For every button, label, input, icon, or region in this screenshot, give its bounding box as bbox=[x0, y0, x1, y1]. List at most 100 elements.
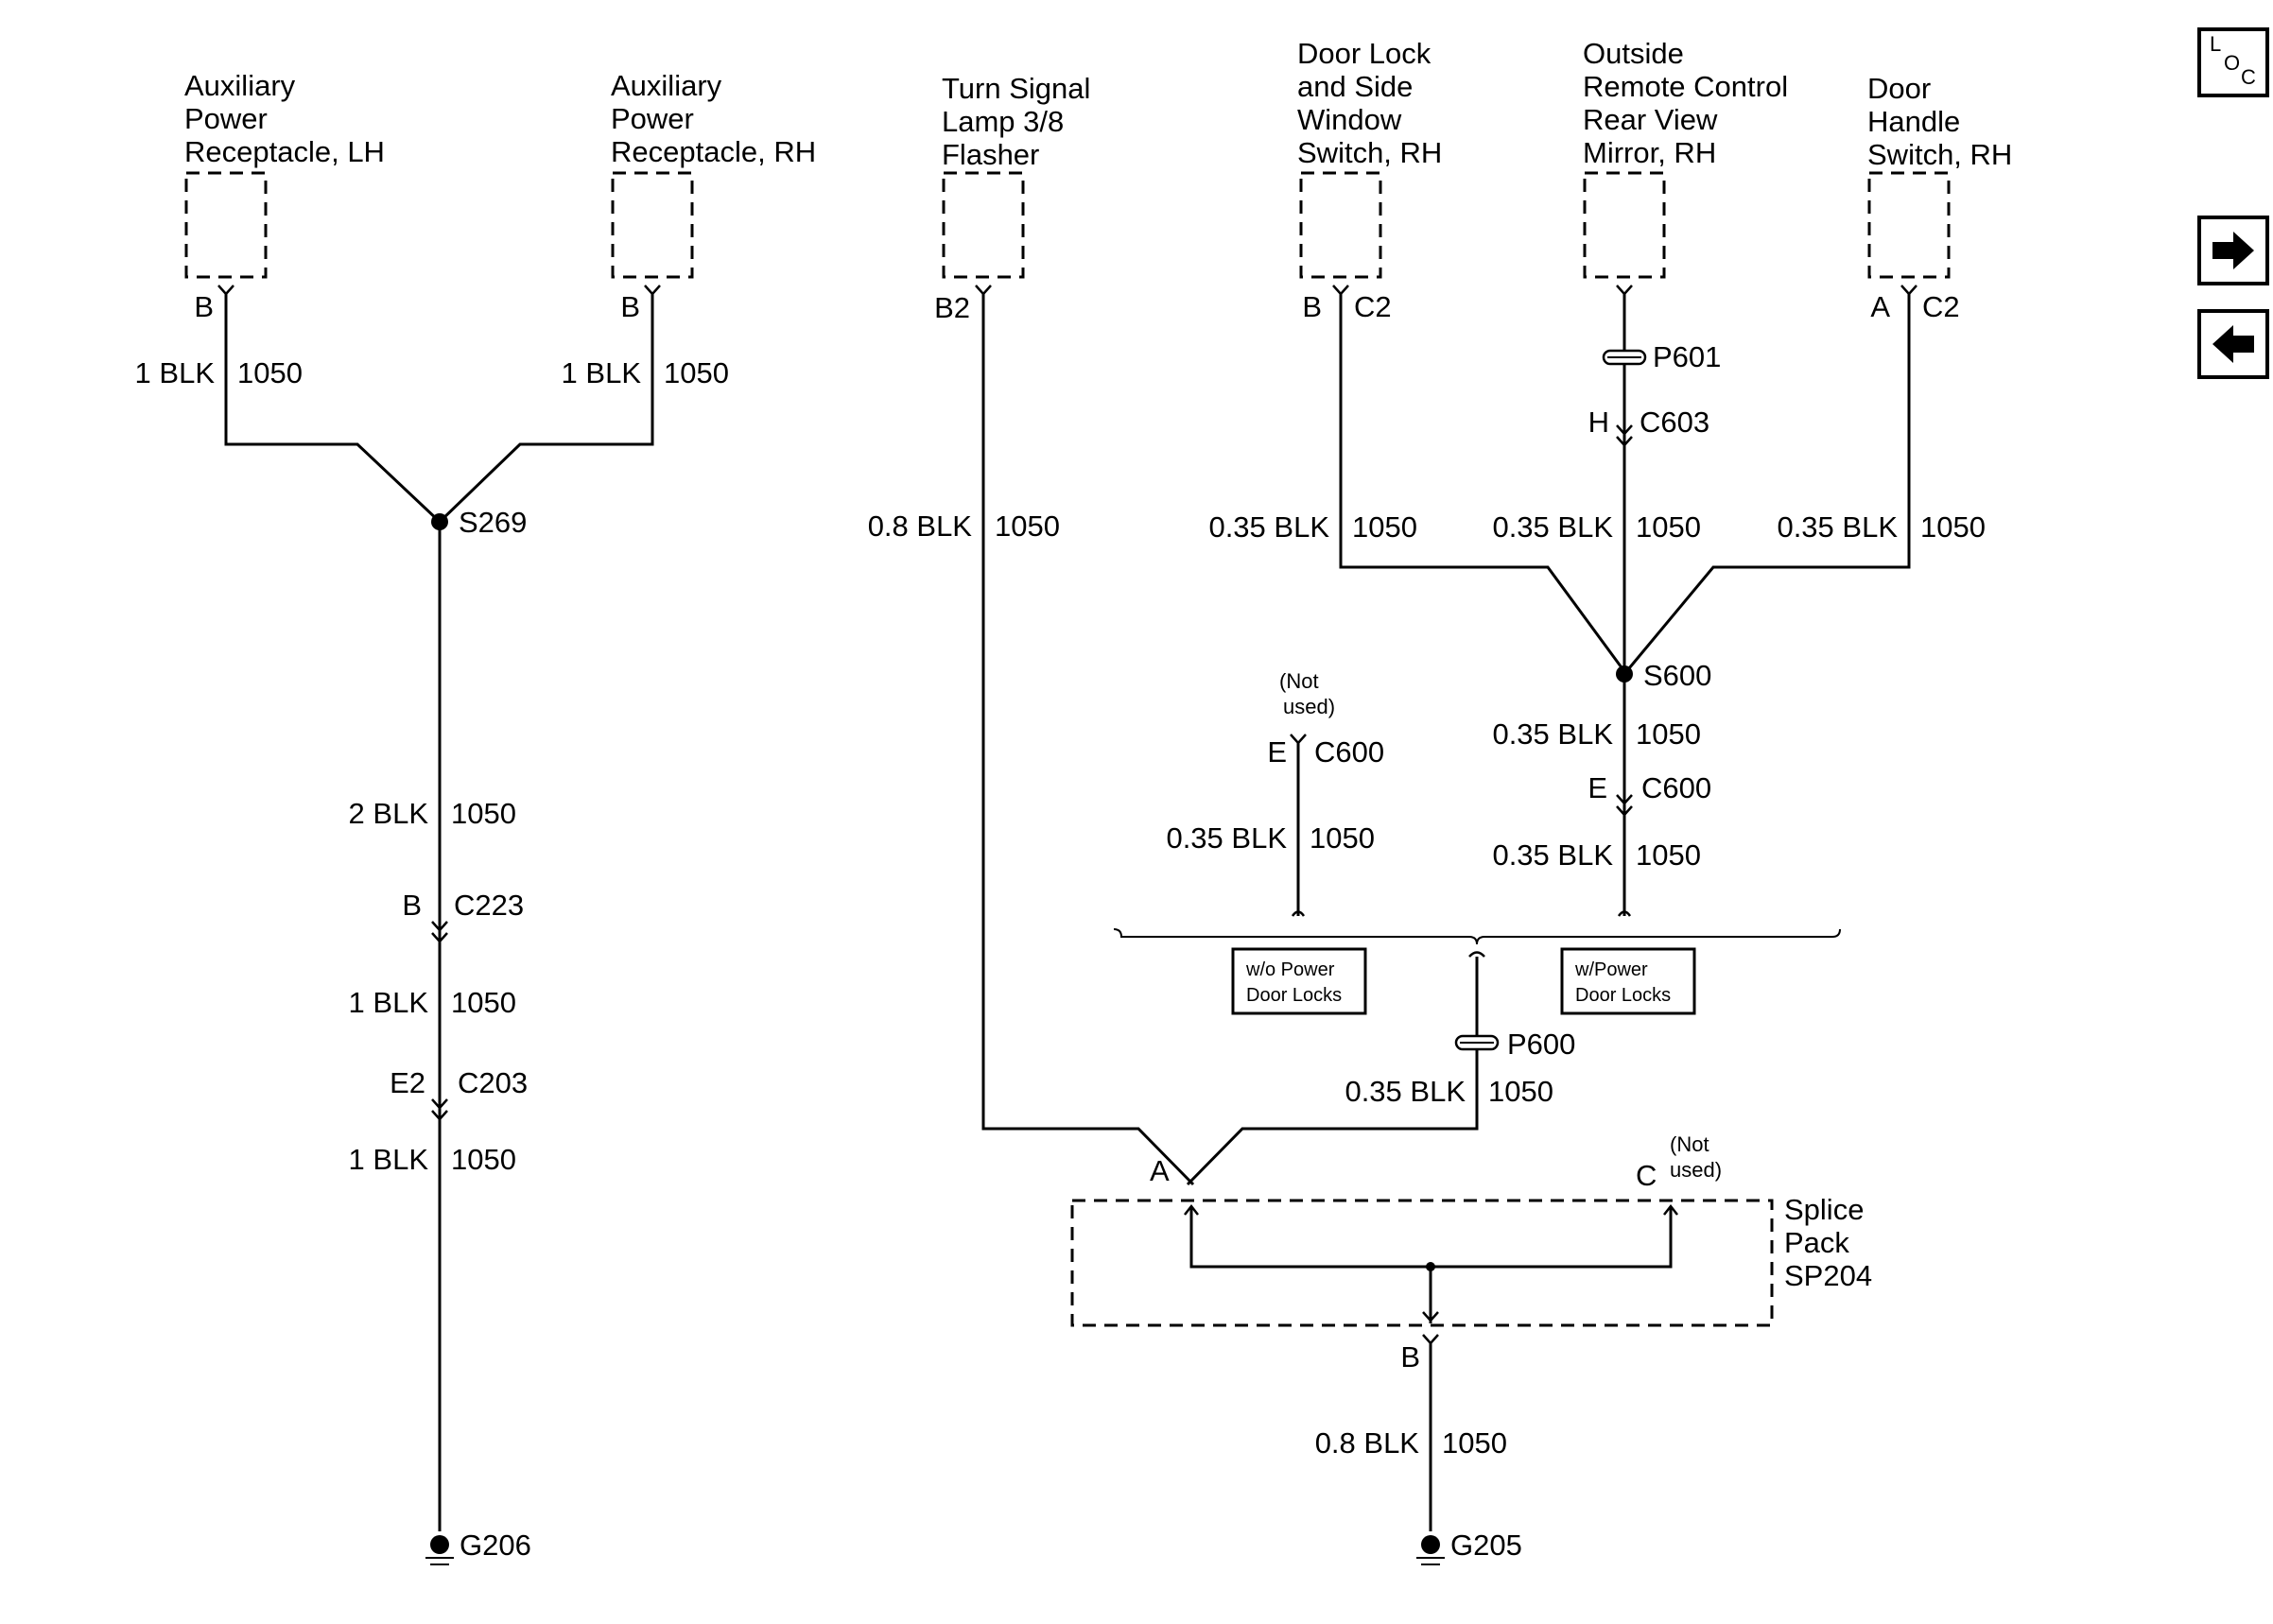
pin-label: A bbox=[1870, 290, 1890, 323]
svg-text:H: H bbox=[1588, 406, 1609, 439]
pin-label: B bbox=[620, 290, 640, 323]
connector-label: C600 bbox=[1314, 735, 1384, 769]
pin-label: B bbox=[1400, 1340, 1420, 1373]
wire-circuit: 1050 bbox=[1636, 838, 1701, 872]
wire-gauge: 1 BLK bbox=[562, 356, 642, 389]
wire-circuit: 1050 bbox=[1310, 821, 1375, 855]
pin-label: B2 bbox=[934, 291, 970, 324]
wire-sp204-to-g205: B 0.8 BLK 1050 bbox=[1315, 1334, 1507, 1531]
connector-c223: B C223 bbox=[402, 889, 524, 943]
next-page-button[interactable] bbox=[2197, 216, 2269, 285]
wire-p600: 0.35 BLK 1050 bbox=[1186, 951, 1553, 1186]
wire-circuit: 1050 bbox=[451, 986, 516, 1019]
wire-circuit: 1050 bbox=[1636, 717, 1701, 751]
wire-circuit: 1050 bbox=[1636, 510, 1701, 544]
connector-p601: P601 bbox=[1602, 340, 1721, 373]
right-arrow-icon bbox=[2212, 232, 2254, 269]
wire-circuit: 1050 bbox=[1442, 1426, 1507, 1460]
pin-a-label: A bbox=[1150, 1154, 1170, 1187]
svg-text:C203: C203 bbox=[458, 1066, 528, 1099]
svg-text:E2: E2 bbox=[390, 1066, 425, 1099]
splice-s600: S600 bbox=[1616, 659, 1711, 692]
ground-g205: G205 bbox=[1416, 1529, 1522, 1565]
svg-text:C603: C603 bbox=[1640, 406, 1709, 439]
svg-text:P601: P601 bbox=[1653, 340, 1721, 373]
wire-circuit: 1050 bbox=[1920, 510, 1986, 544]
wire-door-handle-switch: A C2 0.35 BLK 1050 bbox=[1622, 285, 1986, 675]
splice-s269: S269 bbox=[431, 506, 527, 539]
pin-label: E bbox=[1267, 735, 1287, 769]
pin-label: B bbox=[194, 290, 214, 323]
wire-aux-lh: B 1 BLK 1050 bbox=[135, 285, 442, 524]
wire-s600-down: 0.35 BLK 1050 0.35 BLK 1050 bbox=[1492, 674, 1701, 917]
svg-text:G206: G206 bbox=[460, 1529, 531, 1562]
wire-circuit: 1050 bbox=[995, 510, 1060, 543]
svg-text:B: B bbox=[402, 889, 422, 922]
connector-p600: P600 bbox=[1454, 1028, 1575, 1061]
ground-g206: G206 bbox=[425, 1529, 531, 1565]
svg-text:C: C bbox=[2241, 65, 2256, 89]
previous-page-button[interactable] bbox=[2197, 309, 2269, 379]
svg-text:S600: S600 bbox=[1643, 659, 1711, 692]
wire-circuit: 1050 bbox=[237, 356, 303, 389]
wire-gauge: 0.35 BLK bbox=[1208, 510, 1329, 544]
wire-gauge: 1 BLK bbox=[135, 356, 216, 389]
wire-door-lock-switch: B C2 0.35 BLK 1050 bbox=[1208, 285, 1628, 675]
connector-c603: H C603 bbox=[1588, 406, 1709, 447]
wire-gauge: 0.35 BLK bbox=[1492, 717, 1613, 751]
wire-gauge: 0.35 BLK bbox=[1777, 510, 1898, 544]
wire-gauge: 1 BLK bbox=[349, 986, 429, 1019]
wire-gauge: 0.8 BLK bbox=[1315, 1426, 1420, 1460]
wire-gauge: 0.35 BLK bbox=[1492, 510, 1613, 544]
wire-mirror: 0.35 BLK 1050 bbox=[1492, 285, 1701, 674]
svg-text:G205: G205 bbox=[1450, 1529, 1522, 1562]
svg-text:L: L bbox=[2210, 32, 2221, 56]
wire-circuit: 1050 bbox=[451, 797, 516, 830]
svg-text:E: E bbox=[1588, 771, 1607, 804]
wire-s269-to-g206: 2 BLK 1050 1 BLK 1050 1 BLK 1050 bbox=[349, 522, 516, 1531]
wire-gauge: 0.35 BLK bbox=[1166, 821, 1287, 855]
wire-circuit: 1050 bbox=[1352, 510, 1417, 544]
wire-circuit: 1050 bbox=[1488, 1075, 1553, 1108]
pin-label: B bbox=[1302, 290, 1322, 323]
wire-turn-signal: B2 0.8 BLK 1050 bbox=[868, 285, 1195, 1186]
connector-label: C2 bbox=[1922, 290, 1960, 323]
wire-aux-rh: B 1 BLK 1050 bbox=[438, 285, 729, 524]
wire-gauge: 0.35 BLK bbox=[1345, 1075, 1466, 1108]
wire-gauge: 1 BLK bbox=[349, 1143, 429, 1176]
svg-text:P600: P600 bbox=[1507, 1028, 1575, 1061]
wire-circuit: 1050 bbox=[451, 1143, 516, 1176]
connector-c600-right: E C600 bbox=[1588, 771, 1711, 817]
connector-label: C2 bbox=[1354, 290, 1392, 323]
wire-gauge: 0.35 BLK bbox=[1492, 838, 1613, 872]
wire-circuit: 1050 bbox=[664, 356, 729, 389]
wire-gauge: 0.8 BLK bbox=[868, 510, 973, 543]
loc-button[interactable]: L O C bbox=[2197, 27, 2269, 97]
wire-gauge: 2 BLK bbox=[349, 797, 429, 830]
svg-text:O: O bbox=[2224, 51, 2240, 75]
svg-text:S269: S269 bbox=[459, 506, 527, 539]
svg-text:C223: C223 bbox=[454, 889, 524, 922]
